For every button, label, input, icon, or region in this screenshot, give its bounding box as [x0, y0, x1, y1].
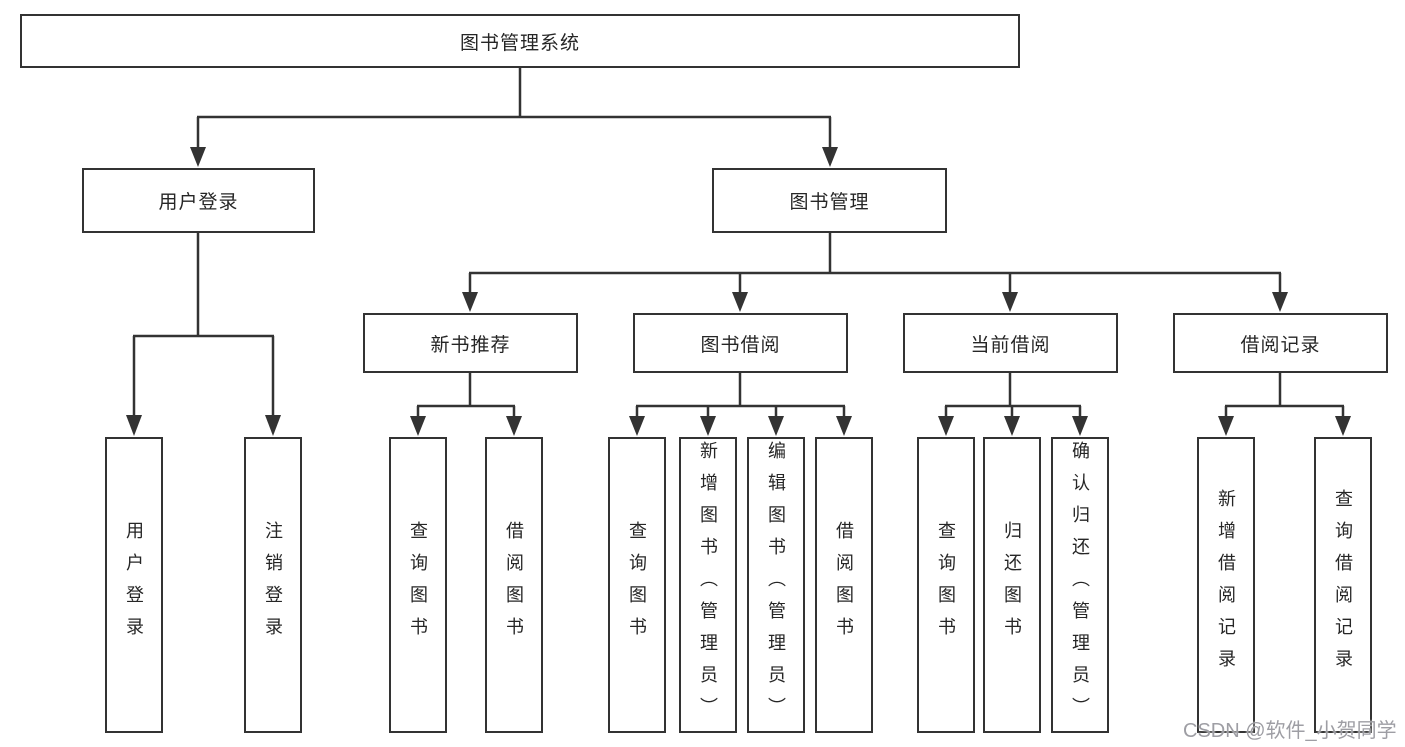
leaf-query-book-borrow: 查询图书	[608, 437, 666, 733]
node-library-system-label: 图书管理系统	[459, 32, 580, 54]
node-user-login-label: 用户登录	[158, 192, 239, 213]
connector-new-book-children	[410, 373, 522, 436]
leaf-confirm-return-admin-label: 确认归还（管理员）	[1070, 441, 1090, 729]
leaf-user-login: 用户登录	[105, 437, 163, 733]
connector-current-borrow-children	[938, 373, 1088, 436]
leaf-borrow-book-label: 借阅图书	[834, 521, 854, 649]
leaf-query-book-recommend-label: 查询图书	[408, 521, 428, 649]
node-borrow-record-label: 借阅记录	[1240, 334, 1321, 356]
node-book-borrow-label: 图书借阅	[700, 334, 781, 356]
leaf-add-book-admin: 新增图书（管理员）	[679, 437, 737, 733]
leaf-borrow-book-recommend: 借阅图书	[485, 437, 543, 733]
leaf-borrow-book: 借阅图书	[815, 437, 873, 733]
leaf-query-book-current: 查询图书	[917, 437, 975, 733]
leaf-edit-book-admin: 编辑图书（管理员）	[747, 437, 805, 733]
node-book-management: 图书管理	[712, 168, 947, 233]
node-current-borrow-label: 当前借阅	[970, 334, 1051, 356]
leaf-return-book-label: 归还图书	[1002, 521, 1022, 649]
leaf-edit-book-admin-label: 编辑图书（管理员）	[766, 441, 786, 729]
node-library-system: 图书管理系统	[20, 14, 1020, 68]
node-user-login: 用户登录	[82, 168, 315, 233]
leaf-query-book-borrow-label: 查询图书	[627, 521, 647, 649]
leaf-add-borrow-record-label: 新增借阅记录	[1216, 489, 1236, 681]
leaf-confirm-return-admin: 确认归还（管理员）	[1051, 437, 1109, 733]
leaf-add-borrow-record: 新增借阅记录	[1197, 437, 1255, 733]
csdn-watermark: CSDN @软件_小贺同学	[1183, 720, 1397, 742]
node-current-borrow: 当前借阅	[903, 313, 1118, 373]
leaf-return-book: 归还图书	[983, 437, 1041, 733]
connector-root-to-level2	[190, 68, 838, 167]
connector-borrow-record-children	[1218, 373, 1351, 436]
leaf-add-book-admin-label: 新增图书（管理员）	[698, 441, 718, 729]
leaf-borrow-book-recommend-label: 借阅图书	[504, 521, 524, 649]
node-new-book-recommend-label: 新书推荐	[430, 334, 511, 356]
leaf-query-borrow-record: 查询借阅记录	[1314, 437, 1372, 733]
node-book-borrow: 图书借阅	[633, 313, 848, 373]
node-borrow-record: 借阅记录	[1173, 313, 1388, 373]
leaf-logout-label: 注销登录	[263, 521, 283, 649]
leaf-user-login-label: 用户登录	[124, 521, 144, 649]
leaf-query-borrow-record-label: 查询借阅记录	[1333, 489, 1353, 681]
leaf-query-book-current-label: 查询图书	[936, 521, 956, 649]
leaf-query-book-recommend: 查询图书	[389, 437, 447, 733]
connector-user-login-children	[126, 233, 281, 436]
connector-book-borrow-children	[629, 373, 852, 436]
connector-book-management-children	[462, 233, 1288, 312]
leaf-logout: 注销登录	[244, 437, 302, 733]
node-book-management-label: 图书管理	[789, 192, 870, 213]
node-new-book-recommend: 新书推荐	[363, 313, 578, 373]
